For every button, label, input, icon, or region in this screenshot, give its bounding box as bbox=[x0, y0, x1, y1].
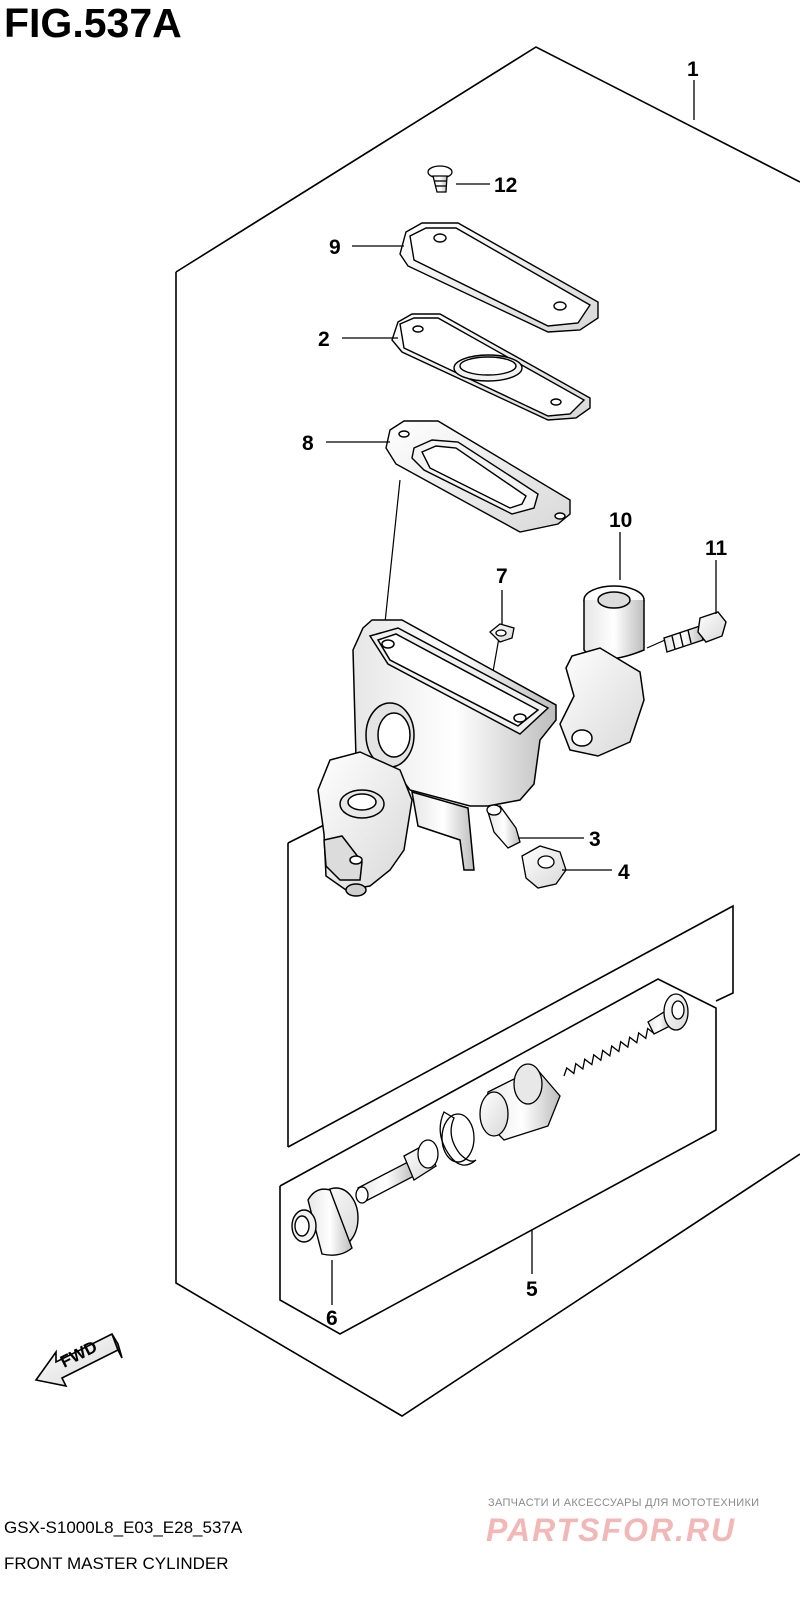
callout-10: 10 bbox=[609, 509, 632, 532]
gasket-8 bbox=[385, 420, 571, 533]
callout-5: 5 bbox=[526, 1278, 538, 1301]
callout-12: 12 bbox=[494, 174, 517, 197]
callout-3: 3 bbox=[589, 828, 601, 851]
figure-title: FIG.537A bbox=[4, 0, 182, 46]
assembly-outline bbox=[175, 46, 800, 1417]
washer-7 bbox=[489, 623, 515, 643]
callout-1: 1 bbox=[687, 58, 699, 81]
callout-2: 2 bbox=[318, 328, 330, 351]
figure-caption: FRONT MASTER CYLINDER bbox=[4, 1554, 229, 1573]
plate-2 bbox=[391, 313, 591, 421]
callout-4: 4 bbox=[618, 861, 630, 884]
boot-6 bbox=[291, 1187, 359, 1256]
callout-6: 6 bbox=[326, 1307, 338, 1330]
bleeder-cap-4 bbox=[521, 845, 567, 889]
kit-outline bbox=[279, 978, 717, 1335]
callout-11: 11 bbox=[705, 537, 728, 560]
bolt-11 bbox=[663, 611, 727, 653]
bleeder-3 bbox=[486, 804, 521, 849]
fwd-arrow-icon: FWD bbox=[34, 1332, 123, 1388]
callout-8: 8 bbox=[302, 432, 314, 455]
cap-9 bbox=[399, 222, 599, 333]
piston-kit-5 bbox=[355, 993, 689, 1204]
callout-7: 7 bbox=[496, 565, 508, 588]
master-cylinder-body bbox=[317, 619, 557, 897]
drawing-code: GSX-S1000L8_E03_E28_537A bbox=[4, 1518, 243, 1537]
screw-12 bbox=[427, 165, 453, 193]
watermark-logo: PARTSFOR.RU bbox=[486, 1512, 737, 1548]
leader-lines bbox=[326, 80, 717, 1305]
callout-9: 9 bbox=[329, 236, 341, 259]
watermark-tagline: ЗАПЧАСТИ И АКСЕССУАРЫ ДЛЯ МОТОТЕХНИКИ bbox=[488, 1497, 760, 1509]
union-10 bbox=[559, 585, 645, 757]
